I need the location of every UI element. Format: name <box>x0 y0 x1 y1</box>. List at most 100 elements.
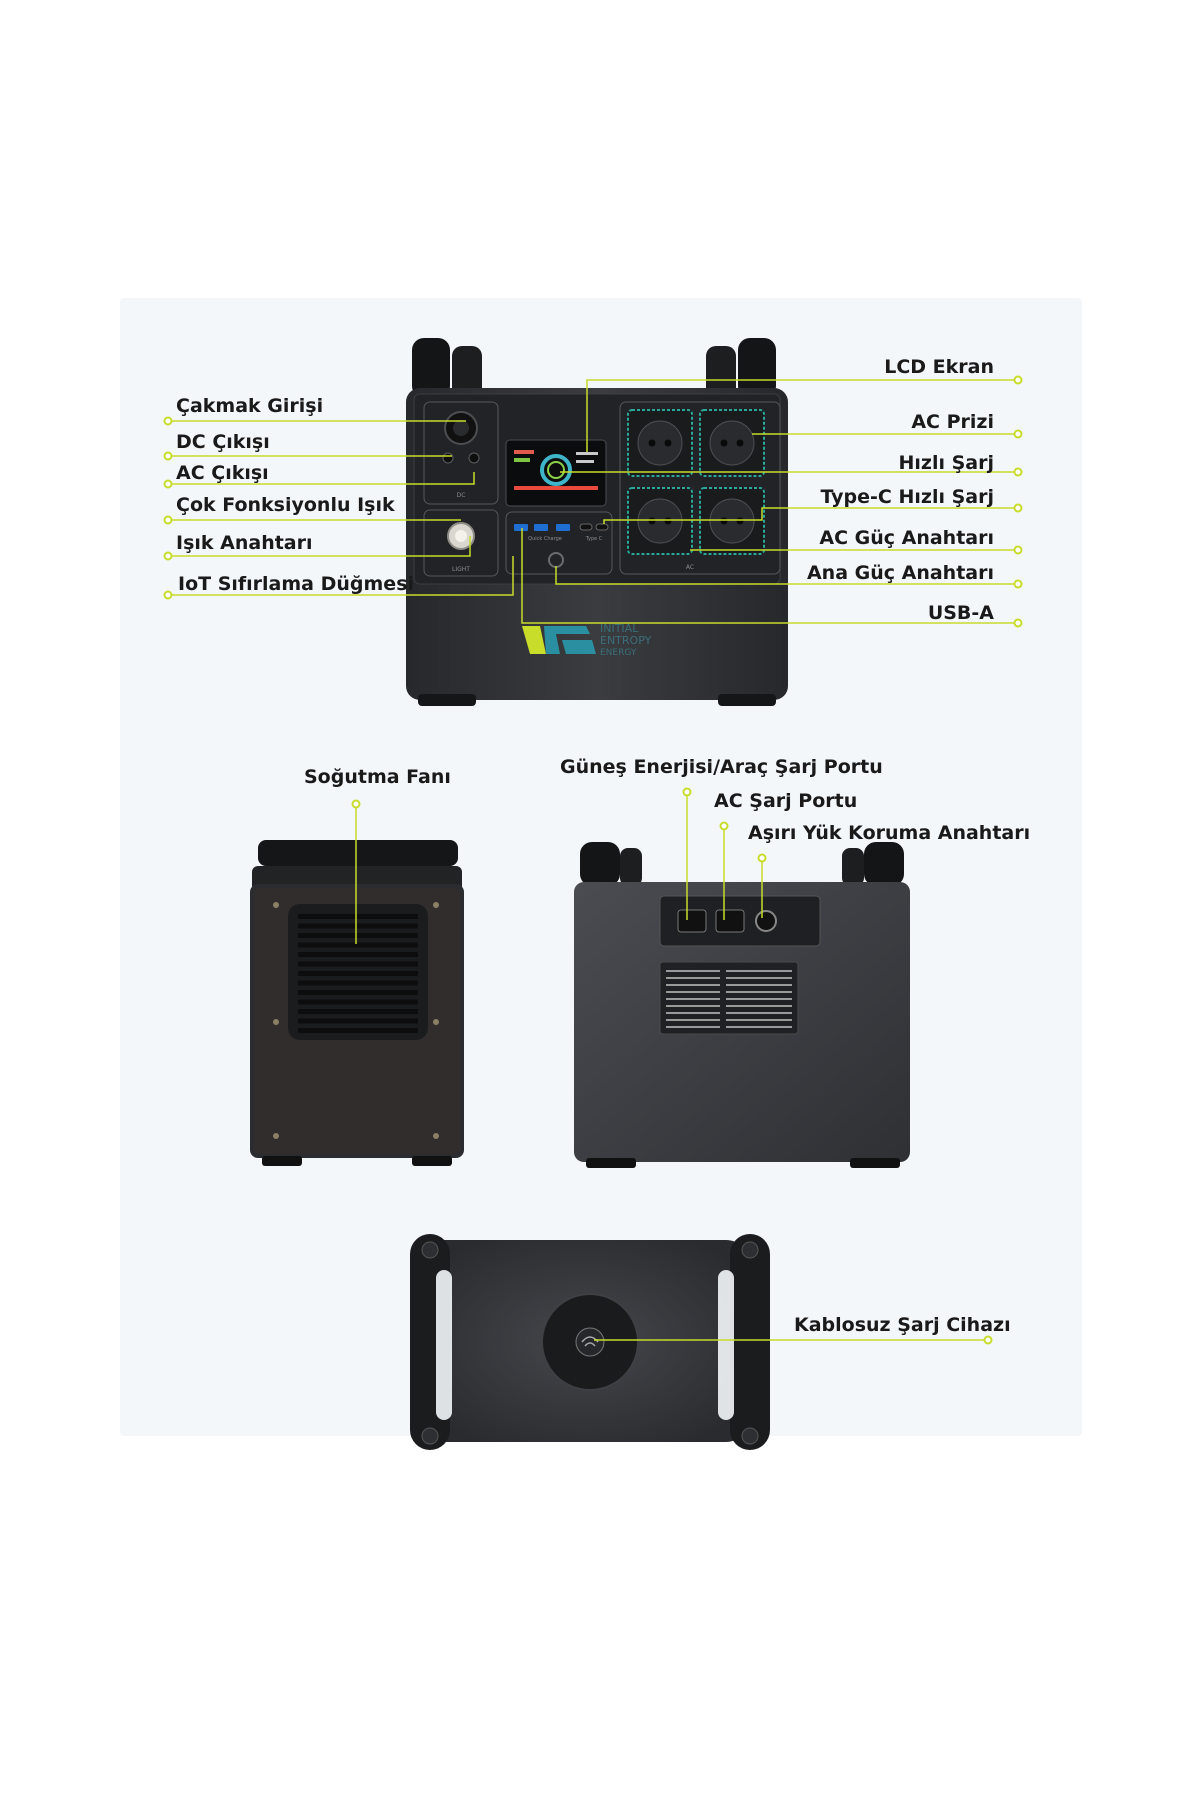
callout-dot-main-power-switch <box>1013 579 1023 589</box>
top-handle-right-gap <box>718 1270 734 1420</box>
fan-slat-6 <box>298 961 418 967</box>
back-view-device <box>574 842 910 1168</box>
ac-socket-hole-left-4 <box>720 517 728 525</box>
label-main-power-switch: Ana Güç Anahtarı <box>806 562 994 584</box>
fan-slat-10 <box>298 999 418 1005</box>
fan-slat-13 <box>298 1028 418 1033</box>
spec-line-left-5 <box>666 998 720 1000</box>
brand-line-2: ENTROPY <box>600 634 652 647</box>
callout-dot-fast-charge <box>1013 467 1023 477</box>
spec-line-right-7 <box>726 1012 792 1014</box>
side-screw-3 <box>273 1019 279 1025</box>
ac-socket-hole-left-1 <box>648 439 656 447</box>
ac-socket-face-3 <box>637 498 683 544</box>
usb-group-box <box>505 511 613 575</box>
fan-slat-2 <box>298 923 418 929</box>
dc-group-text: DC <box>457 492 466 499</box>
spec-line-left-1 <box>666 970 720 972</box>
callout-line-main-power-switch <box>555 566 1018 585</box>
dc-group-box <box>423 401 499 505</box>
spec-line-right-8 <box>726 1019 792 1021</box>
label-multi-light: Çok Fonksiyonlu Işık <box>176 494 395 516</box>
spec-line-right-3 <box>726 984 792 986</box>
spec-line-left-8 <box>666 1019 720 1021</box>
label-overload-switch: Aşırı Yük Koruma Anahtarı <box>748 822 1031 844</box>
back-handle-right-post <box>864 842 904 886</box>
callout-dot-fan <box>351 799 361 809</box>
spec-line-right-5 <box>726 998 792 1000</box>
lcd-bar-3 <box>576 452 598 455</box>
fan-slats <box>298 914 418 1033</box>
callout-dot-ac-out <box>163 479 173 489</box>
callout-dot-typec <box>1013 503 1023 513</box>
spec-line-right-4 <box>726 991 792 993</box>
dc-port-1 <box>442 452 454 464</box>
lcd-bar-1 <box>514 450 534 454</box>
fan-slat-4 <box>298 942 418 948</box>
light-group-text: LIGHT <box>452 566 470 573</box>
callout-line-ac-out <box>168 472 475 485</box>
brand-line-1: INITIAL <box>600 622 639 635</box>
label-solar-car-charge-port: Güneş Enerjisi/Araç Şarj Portu <box>560 756 883 778</box>
typec-port-2 <box>595 523 609 531</box>
callout-line-typec <box>603 507 1018 524</box>
top-view-device <box>410 1234 770 1450</box>
top-handle-right <box>730 1234 770 1450</box>
label-light-switch: Işık Anahtarı <box>176 532 313 554</box>
label-iot-reset: IoT Sıfırlama Düğmesi <box>178 573 415 595</box>
cigarette-port-inner <box>453 420 469 436</box>
ac-group-text: AC <box>686 564 694 571</box>
brand-logo-mark-2 <box>544 626 590 654</box>
callout-dot-overload <box>757 853 767 863</box>
ac-socket-face-1 <box>637 420 683 466</box>
ac-socket-hole-right-2 <box>736 439 744 447</box>
spec-line-right-1 <box>726 970 792 972</box>
label-typec-fast-charge: Type-C Hızlı Şarj <box>820 486 994 508</box>
label-cigarette-input: Çakmak Girişi <box>176 395 324 417</box>
callout-dot-dc-out <box>163 451 173 461</box>
callout-line-usba <box>521 528 1018 624</box>
top-bolt-1 <box>421 1241 439 1259</box>
lcd-bar-5 <box>514 486 598 490</box>
multi-light-lamp-center <box>455 530 467 542</box>
callout-dot-usba <box>1013 618 1023 628</box>
callout-dot-multi-light <box>163 515 173 525</box>
label-usb-a: USB-A <box>927 602 994 624</box>
top-bolt-3 <box>421 1427 439 1445</box>
back-foot-left <box>586 1158 636 1168</box>
top-handle-left-gap <box>436 1270 452 1420</box>
spec-line-left-6 <box>666 1005 720 1007</box>
brand-logo-mark-1 <box>522 626 546 654</box>
lcd-ring <box>540 454 572 486</box>
fan-slat-7 <box>298 971 418 976</box>
callout-dot-lcd <box>1013 375 1023 385</box>
spec-label-lines <box>666 970 792 1028</box>
label-ac-socket: AC Prizi <box>911 411 994 433</box>
brand-line-3: ENERGY <box>600 648 637 658</box>
wireless-charger-icon <box>575 1327 605 1357</box>
ac-socket-hole-left-2 <box>720 439 728 447</box>
callout-line-light-switch <box>168 536 471 557</box>
fan-slat-1 <box>298 914 418 919</box>
solar-port <box>677 909 707 933</box>
ac-socket-hole-left-3 <box>648 517 656 525</box>
spec-line-left-4 <box>666 991 720 993</box>
fan-slat-11 <box>298 1009 418 1014</box>
side-screw-6 <box>433 1133 439 1139</box>
label-fast-charge: Hızlı Şarj <box>898 452 994 474</box>
callout-dot-ac-socket <box>1013 429 1023 439</box>
front-foot-right <box>718 694 776 706</box>
callout-dot-light-switch <box>163 551 173 561</box>
typec-text: Type C <box>585 536 603 542</box>
lcd-screen <box>505 439 607 507</box>
ac-socket-face-4 <box>709 498 755 544</box>
spec-line-right-2 <box>726 977 792 979</box>
side-screw-2 <box>433 902 439 908</box>
lcd-bar-2 <box>514 458 530 462</box>
side-handle-top <box>258 840 458 866</box>
ac-charge-port <box>715 909 745 933</box>
front-handle-right-inner <box>706 346 736 398</box>
label-wireless-charger: Kablosuz Şarj Cihazı <box>794 1314 1011 1336</box>
back-handle-left-inner <box>620 848 642 886</box>
